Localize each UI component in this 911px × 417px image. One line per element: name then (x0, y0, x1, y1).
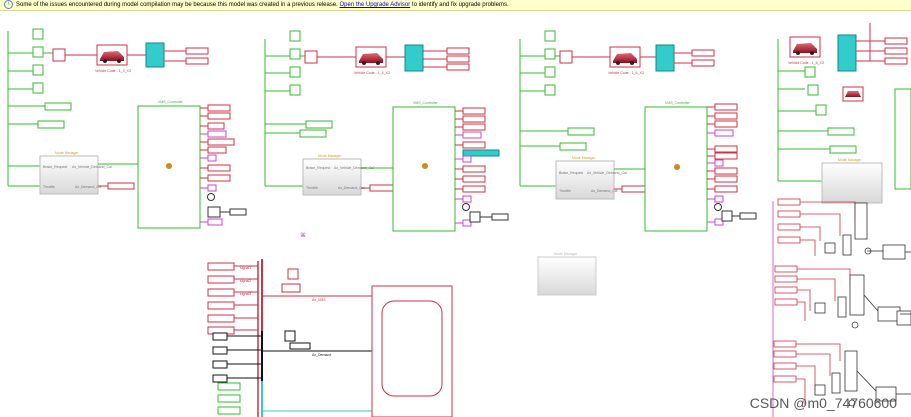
port-label: Brake_Request (559, 171, 583, 175)
car-icon (359, 53, 383, 63)
subsystem-section-2: Vehicle Code - 1_4_X3 Mode Manager Brake… (264, 30, 509, 232)
inport-block[interactable] (807, 84, 819, 96)
scope-display (381, 300, 443, 397)
vehicle-label: Vehicle Code - 1_6_X3 (788, 61, 824, 65)
info-icon: i (4, 0, 13, 9)
port-label: Throttle (559, 189, 571, 193)
vehicle-label: Vehicle Code - 1_5_X3 (608, 71, 644, 75)
inport-block[interactable] (815, 104, 827, 116)
inport-block[interactable] (289, 30, 301, 42)
bus-label: Ax_Demand (312, 353, 331, 357)
vehicle-label: Vehicle Code - 1_4_X3 (354, 71, 390, 75)
mode-manager-block[interactable] (821, 162, 883, 204)
model-canvas[interactable]: Vehicle Code - 1_3_X3 Mode Manager Brake… (0, 11, 911, 417)
mode-manager-block[interactable] (555, 160, 615, 200)
inport-block[interactable] (32, 82, 44, 94)
inport-block[interactable] (289, 66, 301, 78)
mode-manager-label: Mode Manager (554, 252, 578, 256)
subsystem-section-4: Vehicle Code - 1_6_X3 Mode Manager (777, 23, 911, 204)
subsystem-block[interactable] (404, 44, 424, 72)
subsystem-section-1: Vehicle Code - 1_3_X3 Mode Manager Brake… (7, 28, 247, 229)
port-label: Throttle (306, 186, 318, 190)
port-label: Throttle (43, 185, 55, 189)
inport-block[interactable] (544, 48, 556, 60)
car-icon (793, 43, 817, 53)
controller-label: VMS_Controller (158, 100, 184, 104)
sum-block[interactable] (559, 50, 573, 64)
inport-block[interactable] (289, 48, 301, 60)
banner-message: Some of the issues encountered during mo… (16, 2, 340, 9)
port-label: Ax_Demand_Cal (338, 186, 365, 190)
goto-block[interactable] (44, 102, 72, 111)
watermark: CSDN @m0_74760600 (749, 395, 897, 411)
car-icon (845, 91, 861, 97)
mode-manager-label: Mode Manager (55, 151, 79, 155)
sum-block[interactable] (52, 48, 66, 62)
bus-label: signal1 (240, 266, 251, 270)
inport-block[interactable] (544, 84, 556, 96)
vms-controller-block[interactable] (894, 88, 911, 190)
subsystem-block[interactable] (145, 42, 165, 68)
subsystem-block[interactable] (837, 34, 857, 72)
stateflow-icon (674, 164, 680, 170)
port-label: Brake_Request (43, 165, 67, 169)
subsystem-block[interactable] (655, 44, 675, 72)
bus-section: signal1 signal2 signal3 Ax_VMS Ax_Demand… (207, 232, 597, 417)
bus-label: Ax_VMS (312, 298, 326, 302)
banner-message-tail: to identify and fix upgrade problems. (410, 2, 509, 9)
car-icon (613, 53, 637, 63)
upgrade-advisor-link[interactable]: Open the Upgrade Advisor (339, 2, 411, 9)
mode-manager-label: Mode Manager (572, 156, 596, 160)
port-label: Ax_Vehicle_Demand_Cal (587, 171, 627, 175)
vehicle-label: Vehicle Code - 1_3_X3 (95, 69, 131, 73)
port-label: Ax_Demand_Cal (591, 189, 618, 193)
inport-block[interactable] (804, 66, 816, 78)
inport-block[interactable] (544, 30, 556, 42)
mode-manager-label: Mode Manager (838, 158, 862, 162)
controller-label: VMS_Controller (665, 101, 691, 105)
mode-manager-label: Mode Manager (318, 154, 342, 158)
inport-block[interactable] (289, 84, 301, 96)
port-label: Brake_Request (306, 166, 330, 170)
controller-label: VMS_Controller (413, 101, 439, 105)
stateflow-icon (422, 163, 428, 169)
port-label: Ax_Vehicle_Demand_Cal (72, 165, 112, 169)
subsystem-section-3: Vehicle Code - 1_5_X3 Mode Manager Brake… (519, 30, 757, 232)
mode-manager-block[interactable] (537, 256, 597, 296)
marker-glyph: ⌘ (300, 232, 306, 239)
port-label: Ax_Vehicle_Demand_Cal (334, 166, 374, 170)
inport-block[interactable] (32, 64, 44, 76)
bus-label: signal3 (240, 292, 251, 296)
car-icon (100, 51, 124, 61)
logic-section (772, 198, 911, 417)
mode-manager-block[interactable] (39, 155, 99, 195)
goto-block[interactable] (37, 120, 65, 129)
mode-manager-block[interactable] (302, 158, 362, 196)
vms-controller-block[interactable] (392, 106, 456, 232)
sum-block[interactable] (304, 50, 318, 64)
stateflow-icon (166, 163, 172, 169)
inport-block[interactable] (544, 66, 556, 78)
inport-block[interactable] (32, 46, 44, 58)
port-label: Ax_Demand_Cal (75, 185, 102, 189)
bus-label: signal2 (240, 279, 251, 283)
inport-block[interactable] (32, 28, 44, 40)
